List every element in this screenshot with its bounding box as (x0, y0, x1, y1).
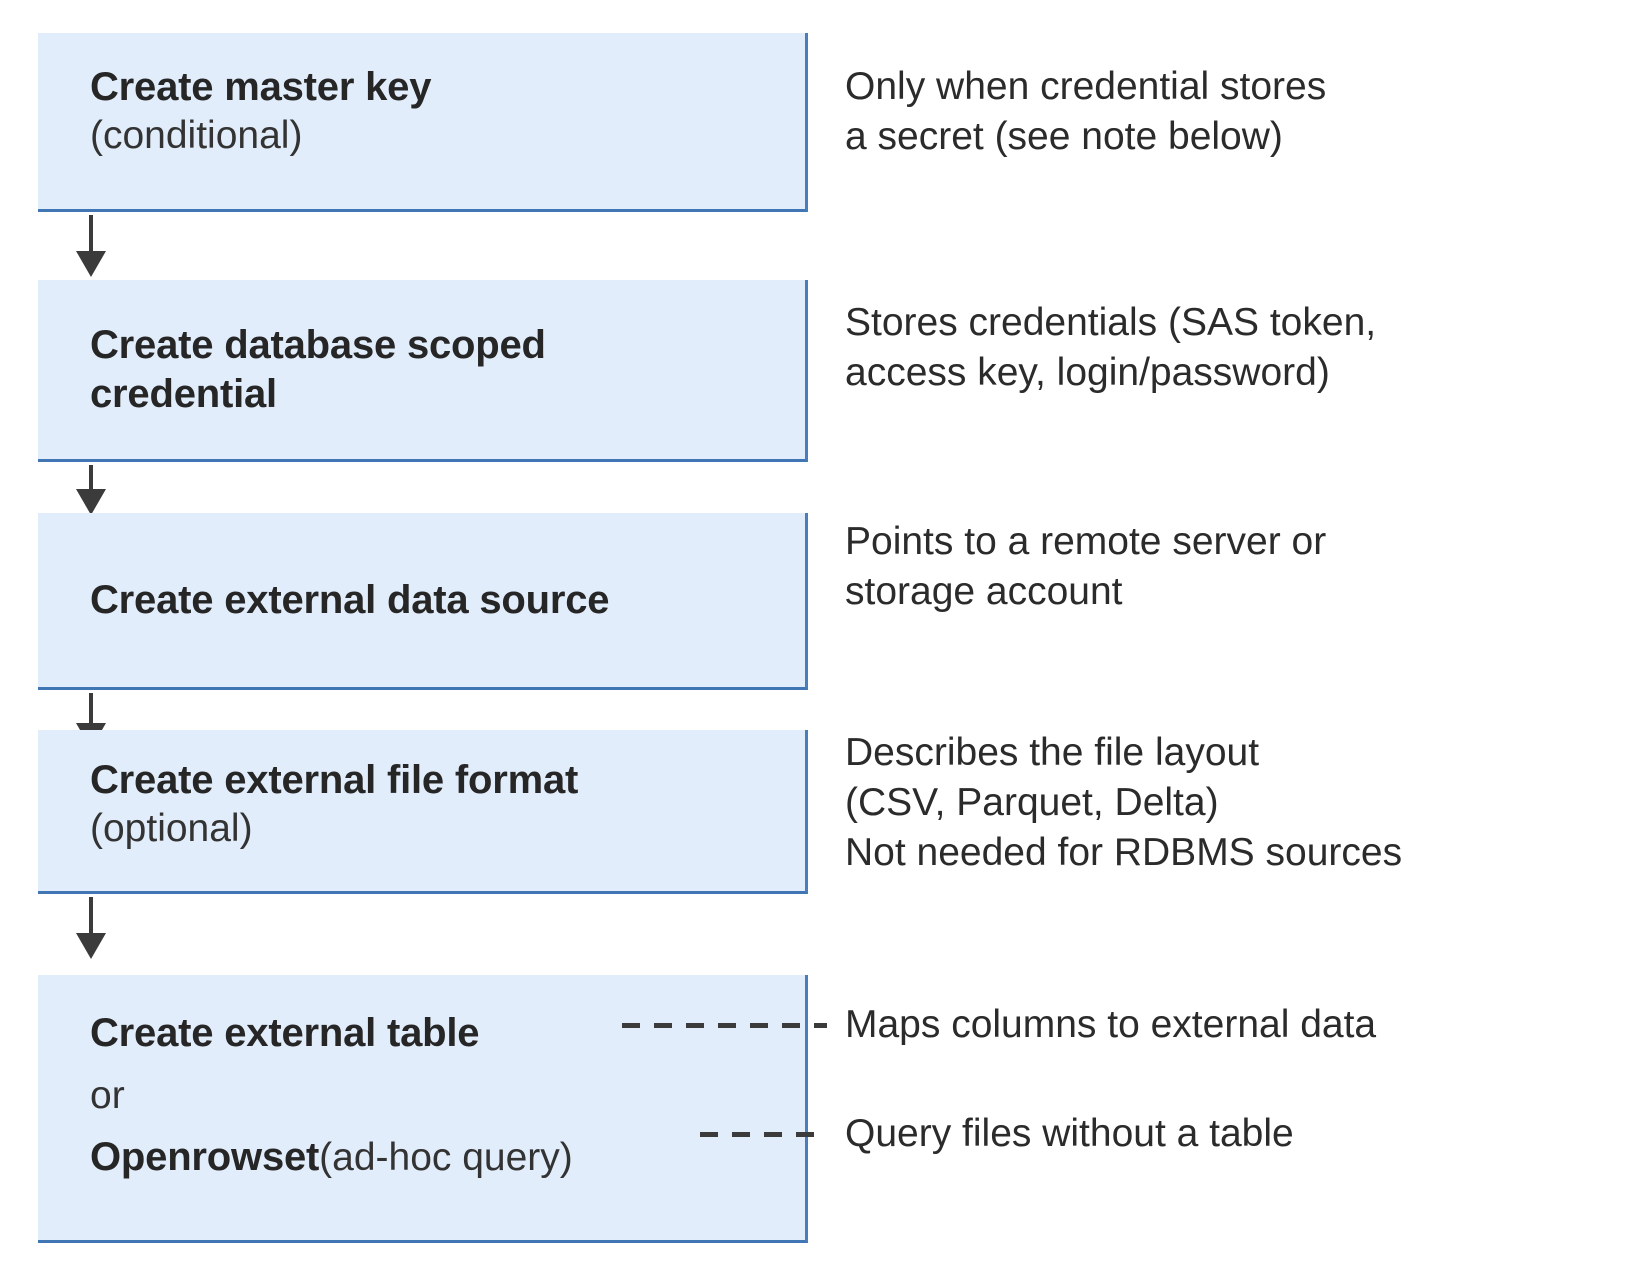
dashed-connector-1 (622, 1023, 827, 1028)
final-step-line3-bold: Openrowset (90, 1135, 320, 1180)
final-step-line1: Create external table (90, 1011, 480, 1055)
step-title: Create database scoped credential (90, 322, 546, 416)
step-description-create-external-data-source: Points to a remote server or storage acc… (845, 520, 1327, 613)
step-subtitle: (optional) (90, 806, 253, 850)
step-description-create-database-scoped-credential: Stores credentials (SAS token, access ke… (845, 301, 1377, 394)
final-step-line3-rest: (ad-hoc query) (319, 1135, 573, 1179)
step-title: Create external data source (90, 577, 610, 622)
step-box-create-master-key[interactable]: Create master key (conditional) (38, 33, 808, 212)
final-step-line2: or (90, 1073, 125, 1117)
final-step-description-1: Maps columns to external data (845, 1003, 1377, 1046)
step-box-create-external-file-format[interactable]: Create external file format (optional) (38, 730, 808, 894)
arrow-down-icon-4 (76, 897, 106, 959)
step-description-create-external-file-format: Describes the file layout (CSV, Parquet,… (845, 731, 1403, 874)
step-box-create-external-data-source[interactable]: Create external data source (38, 513, 808, 690)
arrow-down-icon-1 (76, 215, 106, 277)
step-subtitle: (conditional) (90, 113, 303, 157)
final-step-description-2: Query files without a table (845, 1112, 1294, 1155)
step-box-create-database-scoped-credential[interactable]: Create database scoped credential (38, 280, 808, 462)
step-title: Create master key (90, 65, 432, 109)
dashed-connector-2 (700, 1132, 828, 1137)
step-title: Create external file format (90, 758, 579, 802)
step-box-create-external-table-or-openrowset[interactable]: Create external table or Openrowset (ad-… (38, 975, 808, 1243)
arrow-down-icon-2 (76, 465, 106, 515)
step-description-create-master-key: Only when credential stores a secret (se… (845, 65, 1327, 158)
final-step-line3: Openrowset (ad-hoc query) (90, 1133, 791, 1182)
